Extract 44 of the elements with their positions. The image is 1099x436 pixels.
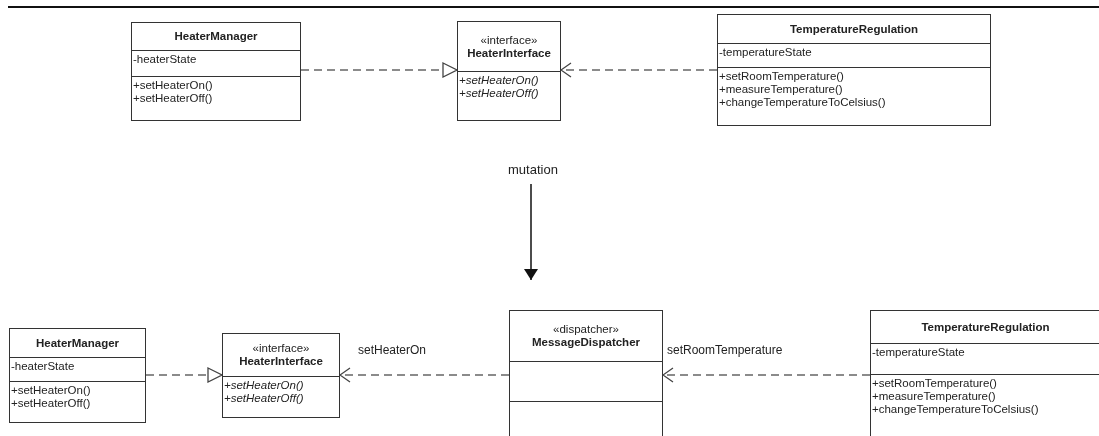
- dashed-arrow: [662, 367, 871, 383]
- edge-label: setRoomTemperature: [667, 343, 783, 357]
- class-name: MessageDispatcher: [532, 336, 640, 349]
- method-text: +setHeaterOn(): [133, 79, 214, 92]
- dashed-arrow: [560, 62, 718, 78]
- method-text: +setHeaterOn(): [224, 379, 305, 392]
- dashed-arrow: [145, 367, 223, 383]
- class-name: HeaterInterface: [239, 355, 323, 368]
- arrow: [524, 183, 538, 281]
- method-text: +setRoomTemperature(): [872, 377, 998, 390]
- stereotype-label: «dispatcher»: [553, 323, 619, 336]
- method-text: +changeTemperatureToCelsius(): [872, 403, 1040, 416]
- dashed-arrow: [339, 367, 510, 383]
- class-box: [870, 310, 1099, 436]
- method-text: +setHeaterOff(): [11, 397, 92, 410]
- method-text: +setHeaterOff(): [133, 92, 214, 105]
- method-text: +setRoomTemperature(): [719, 70, 845, 83]
- class-name: HeaterManager: [35, 336, 120, 350]
- method-text: +setHeaterOff(): [459, 87, 540, 100]
- class-box: [131, 22, 301, 121]
- class-name: HeaterInterface: [467, 46, 551, 60]
- method-text: +measureTemperature(): [872, 390, 997, 403]
- class-name: TemperatureRegulation: [921, 320, 1050, 334]
- attribute-text: -heaterState: [11, 360, 76, 373]
- class-box: [222, 333, 340, 418]
- attribute-text: -temperatureState: [872, 346, 966, 359]
- stereotype-label: «interface»: [480, 33, 538, 47]
- attribute-text: -heaterState: [133, 53, 198, 66]
- class-name: HeaterManager: [174, 30, 258, 43]
- method-text: +changeTemperatureToCelsius(): [719, 96, 887, 109]
- method-text: +setHeaterOn(): [459, 74, 540, 87]
- method-text: +setHeaterOn(): [11, 384, 92, 397]
- class-box: [717, 14, 991, 126]
- class-box: [9, 328, 146, 423]
- method-text: +setHeaterOff(): [224, 392, 305, 405]
- method-text: +measureTemperature(): [719, 83, 844, 96]
- text-label: mutation: [508, 162, 558, 177]
- class-name: TemperatureRegulation: [789, 22, 919, 36]
- attribute-text: -temperatureState: [719, 46, 813, 59]
- dashed-arrow: [300, 62, 458, 78]
- class-box: [457, 21, 561, 121]
- edge-label: setHeaterOn: [358, 343, 427, 357]
- class-box: [509, 310, 663, 436]
- stereotype-label: «interface»: [252, 342, 310, 355]
